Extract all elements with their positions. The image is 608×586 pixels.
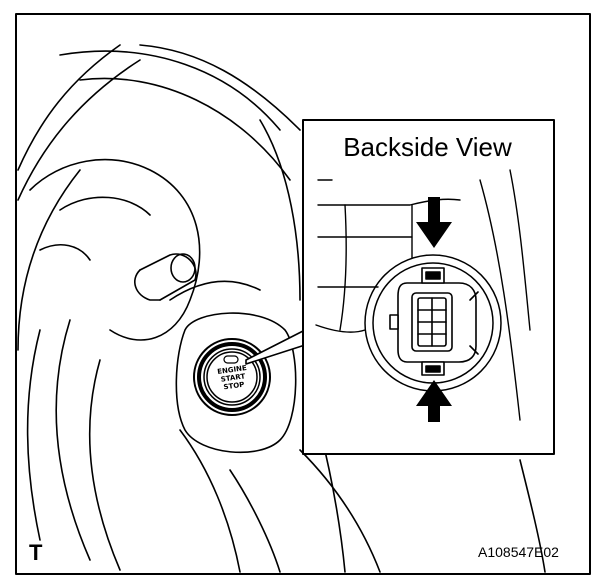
inset-panel-lines [315,169,531,421]
steering-wheel-outline [17,44,201,571]
steering-stalk [134,253,197,301]
switch-connector [389,267,479,376]
arrow-down-icon [416,197,452,248]
figure-code: A108547E02 [478,544,559,560]
inset-title: Backside View [343,132,512,162]
arrow-up-icon [416,380,452,422]
view-letter: T [29,540,43,565]
button-recess [175,312,297,454]
dashboard-lines [59,44,546,573]
engine-start-button [193,338,271,416]
outer-frame [15,13,591,575]
button-indicator-lamp [223,355,239,364]
